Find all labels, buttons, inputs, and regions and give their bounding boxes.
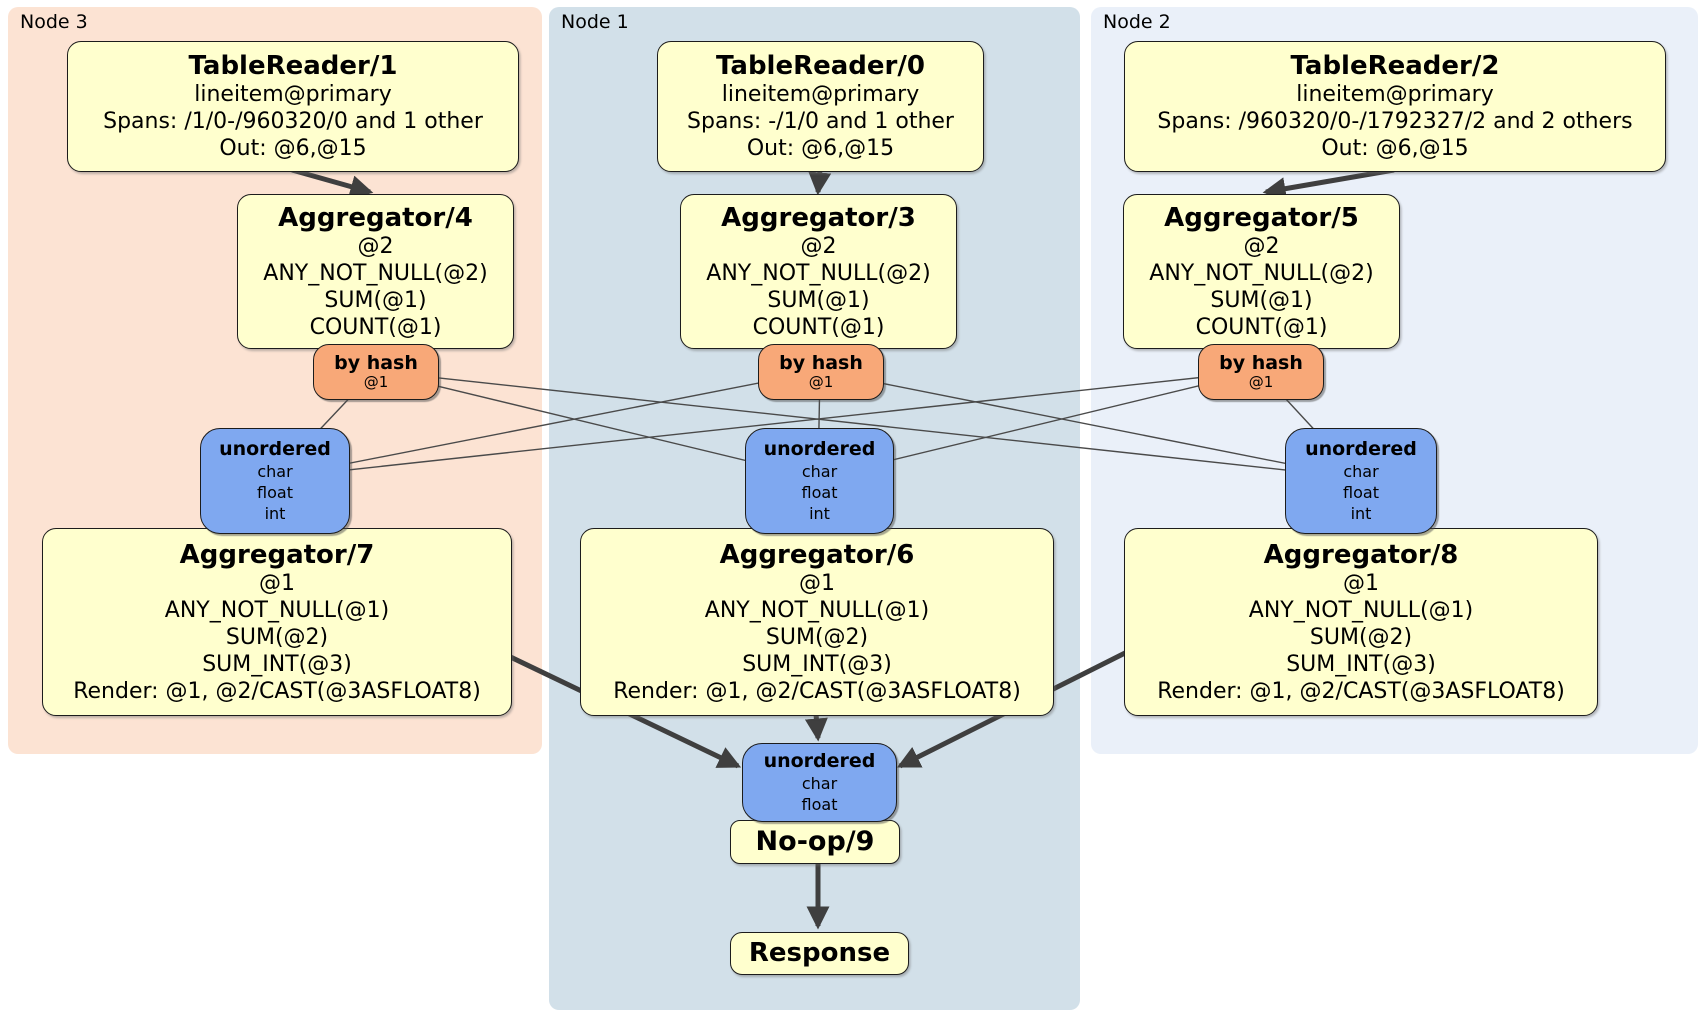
processor-title: TableReader/0 [716,51,925,81]
by-hash-router-node1: by hash @1 [758,344,884,400]
sync-type: int [809,504,830,523]
index-label: lineitem@primary [194,82,392,107]
sync-type: int [1350,504,1372,523]
edge-bh3-to-sync1 [374,370,819,479]
group-cols: @1 [1343,570,1379,596]
processor-title: Aggregator/3 [721,202,916,233]
aggregator-6-box: Aggregator/6 @1 ANY_NOT_NULL(@1) SUM(@2)… [580,528,1054,716]
group-cols: @2 [1243,233,1280,259]
edge-tr0-to-agg3 [808,169,832,196]
edge-agg6-to-finalsync [804,713,828,742]
table-reader-0-box: TableReader/0 lineitem@primary Spans: -/… [657,41,984,172]
agg-fn: SUM(@2) [765,624,869,650]
table-reader-2-box: TableReader/2 lineitem@primary Spans: /9… [1124,41,1666,172]
router-title: by hash [779,352,863,374]
agg-fn: ANY_NOT_NULL(@2) [706,260,931,286]
agg-fn: SUM(@2) [1309,624,1413,650]
agg-fn: COUNT(@1) [1195,314,1328,340]
render-expr: Render: @1, @2/CAST(@3ASFLOAT8) [613,678,1021,704]
sync-type: int [264,504,286,523]
unordered-sync-node2: unordered char float int [1285,428,1437,534]
sync-type: float [257,483,293,502]
sync-type: char [1343,462,1379,481]
agg-fn: SUM(@1) [767,287,870,313]
group-cols: @2 [357,233,394,259]
edge-tr2-to-agg5 [1262,167,1395,201]
agg-fn: SUM(@2) [225,624,329,650]
agg-fn: ANY_NOT_NULL(@2) [263,260,488,286]
router-key: @1 [808,373,834,391]
spans-label: Spans: /960320/0-/1792327/2 and 2 others [1157,109,1633,134]
edge-bh1-to-sync3 [273,370,821,479]
processor-title: TableReader/1 [188,51,398,81]
aggregator-5-box: Aggregator/5 @2 ANY_NOT_NULL(@2) SUM(@1)… [1123,194,1400,349]
out-label: Out: @6,@15 [219,136,367,161]
agg-fn: COUNT(@1) [752,314,885,340]
aggregator-3-box: Aggregator/3 @2 ANY_NOT_NULL(@2) SUM(@1)… [680,194,957,349]
node3-label: Node 3 [20,11,88,33]
agg-fn: SUM(@1) [324,287,427,313]
by-hash-router-node3: by hash @1 [313,344,439,400]
agg-fn: SUM_INT(@3) [202,651,352,677]
aggregator-8-box: Aggregator/8 @1 ANY_NOT_NULL(@1) SUM(@2)… [1124,528,1598,716]
agg-fn: ANY_NOT_NULL(@1) [1248,597,1474,623]
router-key: @1 [363,373,389,391]
processor-title: Aggregator/6 [719,539,915,570]
router-title: by hash [1219,352,1303,374]
sync-type: float [1343,483,1379,502]
processor-title: Aggregator/4 [278,202,473,233]
node2-label: Node 2 [1103,11,1171,33]
edge-bh3-to-sync2 [374,370,1360,479]
render-expr: Render: @1, @2/CAST(@3ASFLOAT8) [73,678,481,704]
aggregator-4-box: Aggregator/4 @2 ANY_NOT_NULL(@2) SUM(@1)… [237,194,514,349]
noop-9-box: No-op/9 [730,820,900,864]
agg-fn: SUM_INT(@3) [1286,651,1436,677]
sync-title: unordered [219,438,331,460]
router-key: @1 [1248,373,1274,391]
table-reader-1-box: TableReader/1 lineitem@primary Spans: /1… [67,41,519,172]
agg-fn: SUM(@1) [1210,287,1313,313]
by-hash-router-node2: by hash @1 [1198,344,1324,400]
index-label: lineitem@primary [1296,82,1494,107]
group-cols: @2 [800,233,837,259]
spans-label: Spans: -/1/0 and 1 other [687,109,954,134]
sync-type: char [257,462,293,481]
sync-type: char [801,774,838,793]
edge-tr1-to-agg4 [291,167,374,198]
edge-bh2-to-sync3 [273,370,1261,479]
render-expr: Render: @1, @2/CAST(@3ASFLOAT8) [1157,678,1565,704]
response-box: Response [730,932,909,975]
aggregator-7-box: Aggregator/7 @1 ANY_NOT_NULL(@1) SUM(@2)… [42,528,512,716]
response-title: Response [748,938,891,968]
sync-type: float [801,795,838,814]
processor-title: TableReader/2 [1290,51,1500,81]
agg-fn: ANY_NOT_NULL(@1) [164,597,390,623]
unordered-sync-final: unordered char float [742,743,897,822]
agg-fn: ANY_NOT_NULL(@1) [704,597,930,623]
sync-title: unordered [763,750,876,772]
edge-bh1-to-sync2 [819,370,1360,479]
sync-type: char [801,462,838,481]
agg-fn: COUNT(@1) [309,314,442,340]
processor-title: No-op/9 [755,826,875,857]
processor-title: Aggregator/7 [179,539,375,570]
unordered-sync-node1: unordered char float int [745,428,894,534]
group-cols: @1 [259,570,295,596]
unordered-sync-node3: unordered char float int [200,428,350,534]
spans-label: Spans: /1/0-/960320/0 and 1 other [103,109,483,134]
index-label: lineitem@primary [721,82,920,107]
processor-title: Aggregator/8 [1263,539,1459,570]
group-cols: @1 [799,570,835,596]
agg-fn: SUM_INT(@3) [742,651,892,677]
router-title: by hash [334,352,418,374]
sync-type: float [801,483,838,502]
out-label: Out: @6,@15 [746,136,895,161]
sync-title: unordered [1305,438,1417,460]
out-label: Out: @6,@15 [1321,136,1469,161]
node1-label: Node 1 [561,11,629,33]
processor-title: Aggregator/5 [1164,202,1359,233]
sync-title: unordered [763,438,876,460]
agg-fn: ANY_NOT_NULL(@2) [1149,260,1374,286]
